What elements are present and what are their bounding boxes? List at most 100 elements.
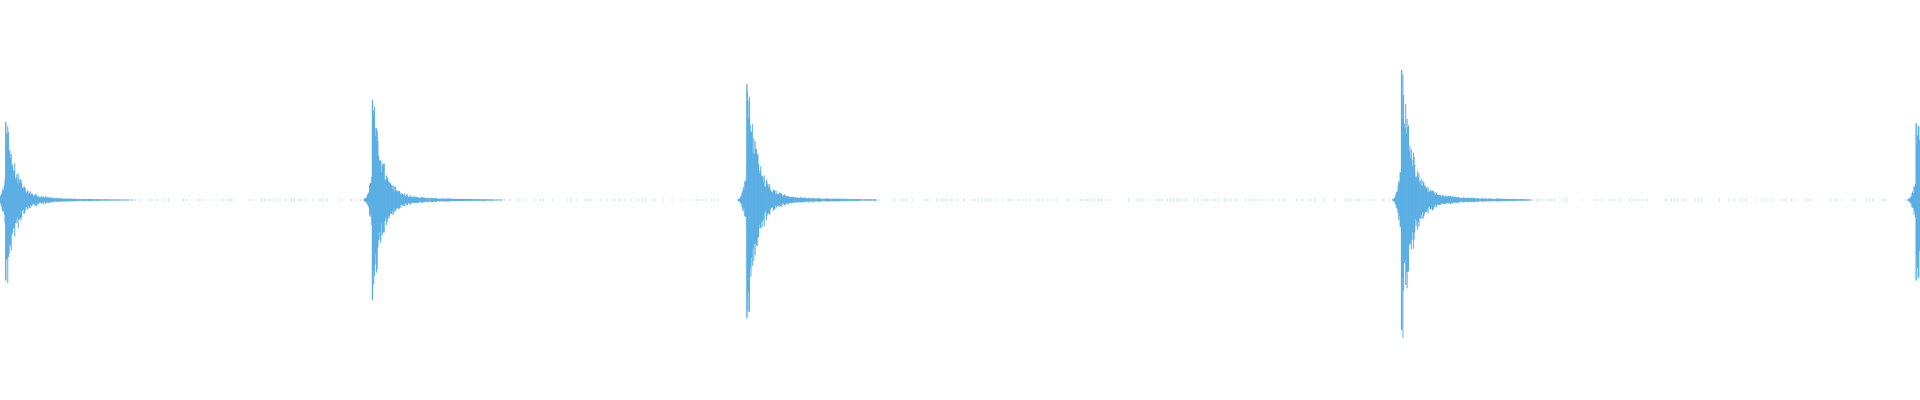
waveform-noise-sample: [504, 199, 506, 201]
waveform-noise-sample: [1635, 199, 1637, 201]
waveform-noise-sample: [924, 199, 926, 201]
waveform-noise-sample: [516, 199, 518, 201]
waveform-noise-sample: [318, 199, 320, 201]
waveform-noise-sample: [942, 199, 944, 201]
waveform-noise-sample: [906, 199, 908, 201]
waveform-noise-sample: [1038, 199, 1040, 201]
waveform-transient: [0, 122, 136, 284]
waveform-noise-sample: [1617, 199, 1619, 201]
waveform-noise-sample: [1371, 199, 1373, 201]
waveform-noise-sample: [1077, 199, 1079, 201]
waveform-noise-sample: [1296, 199, 1298, 201]
waveform-noise-sample: [945, 199, 947, 201]
waveform-noise-sample: [186, 199, 188, 201]
waveform-noise-sample: [981, 199, 983, 201]
waveform-noise-sample: [522, 199, 524, 201]
waveform-noise-sample: [1539, 199, 1541, 201]
waveform-noise-sample: [669, 199, 671, 201]
waveform-noise-sample: [624, 199, 626, 201]
waveform-noise-sample: [519, 199, 521, 201]
waveform-noise-sample: [642, 199, 644, 201]
waveform-noise-sample: [1755, 199, 1757, 201]
waveform-noise-sample: [1563, 199, 1565, 201]
waveform-noise-sample: [963, 199, 965, 201]
waveform-noise-sample: [1365, 199, 1367, 201]
waveform-noise-sample: [552, 199, 554, 201]
waveform-noise-sample: [1767, 199, 1769, 201]
waveform-noise-sample: [1608, 199, 1610, 201]
waveform-noise-sample: [291, 199, 293, 201]
waveform-noise-sample: [267, 199, 269, 201]
waveform-noise-sample: [1593, 199, 1595, 201]
waveform-noise-sample: [1677, 199, 1679, 201]
waveform-noise-sample: [903, 199, 905, 201]
waveform-noise-sample: [1548, 199, 1550, 201]
waveform-noise-sample: [153, 199, 155, 201]
waveform-noise-sample: [222, 199, 224, 201]
waveform-noise-sample: [1197, 199, 1199, 201]
waveform-noise-sample: [663, 199, 665, 201]
waveform-noise-sample: [351, 199, 353, 201]
waveform-noise-sample: [510, 199, 512, 201]
waveform-noise-sample: [1155, 199, 1157, 201]
waveform-noise-sample: [1017, 199, 1019, 201]
waveform-noise-sample: [1323, 199, 1325, 201]
waveform-noise-sample: [306, 199, 308, 201]
waveform-noise-sample: [1632, 199, 1634, 201]
waveform-noise-sample: [1302, 199, 1304, 201]
waveform-noise-sample: [936, 199, 938, 201]
waveform-noise-sample: [939, 199, 941, 201]
waveform-noise-sample: [951, 199, 953, 201]
waveform-noise-sample: [1260, 199, 1262, 201]
waveform-noise-sample: [1746, 199, 1748, 201]
waveform-noise-sample: [1335, 199, 1337, 201]
waveform-noise-sample: [1029, 199, 1031, 201]
waveform-noise-sample: [636, 199, 638, 201]
waveform-noise-sample: [342, 199, 344, 201]
waveform-noise-sample: [639, 199, 641, 201]
waveform-noise-sample: [1581, 199, 1583, 201]
waveform-noise-sample: [705, 199, 707, 201]
waveform-noise-sample: [1056, 199, 1058, 201]
waveform-noise-sample: [1701, 199, 1703, 201]
waveform-noise-sample: [1026, 199, 1028, 201]
waveform-noise-sample: [1263, 199, 1265, 201]
waveform-noise-sample: [972, 199, 974, 201]
waveform-noise-sample: [213, 199, 215, 201]
waveform-noise-sample: [1554, 199, 1556, 201]
waveform-noise-sample: [672, 199, 674, 201]
waveform-noise-sample: [1224, 199, 1226, 201]
waveform-layer: [0, 70, 1920, 338]
waveform-noise-sample: [264, 199, 266, 201]
waveform-noise-sample: [1734, 199, 1736, 201]
waveform-noise-sample: [1269, 199, 1271, 201]
waveform-noise-sample: [150, 199, 152, 201]
waveform-noise-sample: [168, 199, 170, 201]
waveform-noise-sample: [252, 199, 254, 201]
waveform-noise-sample: [1869, 199, 1871, 201]
waveform-noise-sample: [1167, 199, 1169, 201]
waveform-noise-sample: [957, 199, 959, 201]
waveform-noise-sample: [645, 199, 647, 201]
waveform-noise-sample: [1881, 199, 1883, 201]
waveform-noise-sample: [1641, 199, 1643, 201]
waveform-noise-sample: [276, 199, 278, 201]
waveform-noise-sample: [360, 199, 362, 201]
waveform-noise-sample: [1743, 199, 1745, 201]
waveform-noise-sample: [588, 199, 590, 201]
waveform-noise-sample: [1791, 199, 1793, 201]
waveform-noise-sample: [1311, 199, 1313, 201]
waveform-noise-sample: [1194, 199, 1196, 201]
waveform-noise-sample: [1374, 199, 1376, 201]
waveform-noise-sample: [1665, 199, 1667, 201]
waveform-noise-sample: [327, 199, 329, 201]
waveform-noise-sample: [1383, 199, 1385, 201]
waveform-noise-sample: [228, 199, 230, 201]
waveform-noise-sample: [567, 199, 569, 201]
waveform-noise-sample: [1629, 199, 1631, 201]
waveform-noise-sample: [549, 199, 551, 201]
waveform-noise-sample: [1176, 199, 1178, 201]
